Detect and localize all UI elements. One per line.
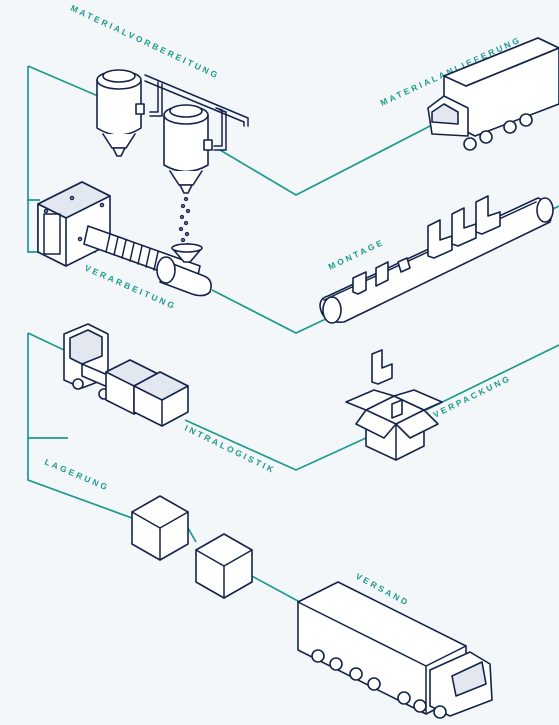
line-to-versand	[249, 574, 301, 603]
granules-icon	[178, 196, 191, 248]
line-to-materialanlieferung	[219, 124, 433, 196]
line-materialvorbereitung-top	[27, 65, 99, 97]
hopper-icon	[96, 69, 249, 194]
label-lagerung: LAGERUNG	[43, 457, 111, 493]
injection-machine-icon	[37, 181, 212, 297]
line-verpackung-right	[425, 344, 559, 411]
shipping-truck-icon	[297, 581, 493, 719]
packaging-box-icon	[345, 349, 443, 461]
line-materialvorbereitung	[27, 66, 40, 201]
tugger-train-icon	[63, 323, 189, 427]
label-intralogistik: INTRALOGISTIK	[183, 423, 277, 476]
line-lagerung-mid	[187, 527, 197, 543]
storage-cube-icon	[131, 495, 189, 561]
label-materialvorbereitung: MATERIALVORBEREITUNG	[69, 3, 221, 81]
line-to-montage	[211, 289, 331, 334]
line-to-verpackung	[184, 419, 367, 471]
storage-cube-icon-2	[195, 533, 253, 599]
line-lagerung	[27, 438, 133, 519]
line-intralogistik-top	[27, 332, 65, 351]
conveyor-belt-icon	[319, 195, 554, 324]
label-verpackung: VERPACKUNG	[431, 373, 512, 420]
delivery-truck-icon	[427, 37, 559, 151]
